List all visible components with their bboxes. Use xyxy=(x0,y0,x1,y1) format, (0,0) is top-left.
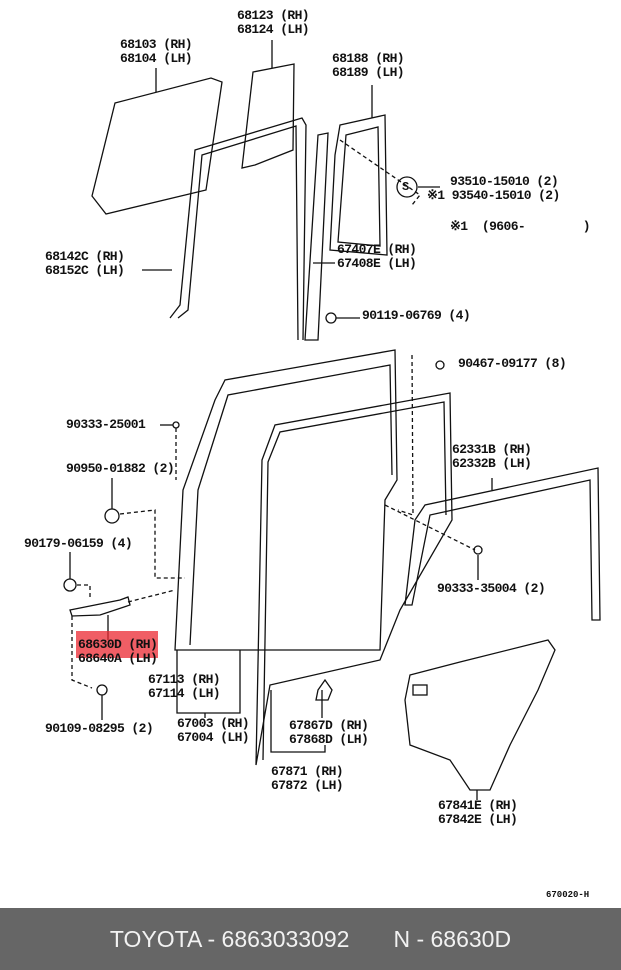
run-channel xyxy=(169,117,307,341)
weatherstrip-outer xyxy=(404,467,601,621)
label-68103[interactable]: 68103 (RH) 68104 (LH) xyxy=(120,37,193,66)
door-glass xyxy=(91,77,223,215)
highlight-selected-part xyxy=(76,631,158,658)
label-62331[interactable]: 62331B (RH) 62332B (LH) xyxy=(452,442,532,471)
door-panel xyxy=(174,349,398,651)
label-93510[interactable]: 93510-15010 (2) xyxy=(450,174,559,189)
diagram-drawing xyxy=(63,40,601,800)
note-1: ※1 (9606- ) xyxy=(450,219,591,234)
quarter-glass xyxy=(241,63,295,169)
label-67407[interactable]: 67407E (RH) 67408E (LH) xyxy=(337,242,417,271)
label-67867[interactable]: 67867D (RH) 67868D (LH) xyxy=(289,718,369,747)
screw-symbol xyxy=(396,176,418,198)
footer-ref: N - 68630D xyxy=(393,925,512,952)
division-bar xyxy=(304,132,329,341)
bolt-icon xyxy=(325,312,337,324)
label-90467[interactable]: 90467-09177 (8) xyxy=(458,356,567,371)
label-67003[interactable]: 67003 (RH) 67004 (LH) xyxy=(177,716,250,745)
door-check-hinge xyxy=(69,596,131,617)
footer-part-number: TOYOTA - 6863033092 xyxy=(109,925,350,952)
service-hole-cover xyxy=(404,639,556,791)
label-90333-25001[interactable]: 90333-25001 xyxy=(66,417,146,432)
label-67871[interactable]: 67871 (RH) 67872 (LH) xyxy=(271,764,344,793)
label-90179[interactable]: 90179-06159 (4) xyxy=(24,536,133,551)
diagram-code: 670020-H xyxy=(546,890,590,900)
label-68123[interactable]: 68123 (RH) 68124 (LH) xyxy=(237,8,310,37)
label-68630[interactable]: 68630D (RH) 68640A (LH) xyxy=(78,637,158,666)
label-68142[interactable]: 68142C (RH) 68152C (LH) xyxy=(45,249,125,278)
label-90109[interactable]: 90109-08295 (2) xyxy=(45,721,154,736)
symbol-s: S xyxy=(402,180,409,194)
label-67841[interactable]: 67841E (RH) 67842E (LH) xyxy=(438,798,518,827)
quarter-window-weatherstrip xyxy=(329,114,388,256)
footer-bar: TOYOTA - 6863033092 N - 68630D xyxy=(0,908,621,970)
label-67113[interactable]: 67113 (RH) 67114 (LH) xyxy=(148,672,221,701)
label-90119[interactable]: 90119-06769 (4) xyxy=(362,308,471,323)
label-90333-35004[interactable]: 90333-35004 (2) xyxy=(437,581,546,596)
label-68188[interactable]: 68188 (RH) 68189 (LH) xyxy=(332,51,405,80)
label-90950[interactable]: 90950-01882 (2) xyxy=(66,461,175,476)
label-93540[interactable]: ※1 93540-15010 (2) xyxy=(427,188,560,203)
door-weatherstrip xyxy=(255,392,453,766)
parts-diagram: 68123 (RH) 68124 (LH) 68103 (RH) 68104 (… xyxy=(24,8,601,900)
